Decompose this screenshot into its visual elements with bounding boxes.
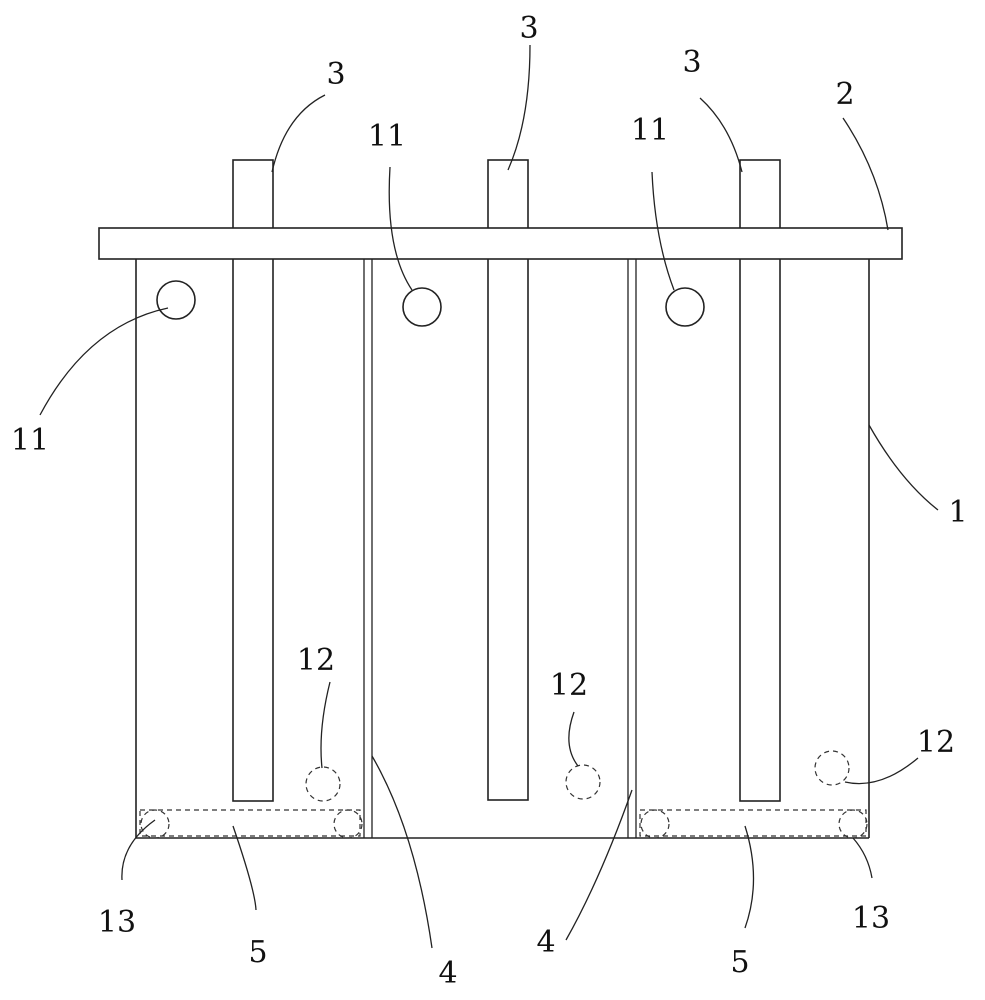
- rod-middle: [487, 159, 529, 801]
- leader-lines: [39, 44, 939, 949]
- label-rod-middle: 3: [519, 11, 538, 46]
- label-middle-hole-left: 12: [297, 643, 335, 678]
- label-partition-left: 4: [438, 956, 457, 991]
- reference-labels: 3 3 3 2 11 11 11 1 12 12 12 13 13 5 5 4 …: [11, 11, 968, 991]
- partition-walls: [363, 259, 637, 838]
- label-bottom-hole-left: 13: [98, 905, 136, 940]
- middle-holes: [305, 750, 850, 802]
- upper-holes: [156, 280, 705, 327]
- label-upper-hole-left: 11: [11, 423, 49, 458]
- rod-left: [232, 159, 274, 802]
- label-middle-hole-middle: 12: [550, 668, 588, 703]
- rod-right: [739, 159, 781, 802]
- rods: [232, 159, 781, 802]
- label-rod-right: 3: [682, 45, 701, 80]
- label-bottom-channel-right: 5: [730, 945, 749, 980]
- label-upper-hole-middle: 11: [368, 119, 406, 154]
- label-rod-left: 3: [326, 57, 345, 92]
- label-middle-hole-right: 12: [917, 725, 955, 760]
- bottom-holes: [140, 809, 868, 839]
- label-tank: 1: [948, 495, 967, 530]
- top-plate: [98, 227, 903, 260]
- bottom-channels: [139, 809, 867, 837]
- label-bottom-hole-right: 13: [852, 901, 890, 936]
- label-partition-right: 4: [536, 925, 555, 960]
- tank-body: [135, 259, 870, 839]
- label-top-plate: 2: [835, 77, 854, 112]
- label-upper-hole-right: 11: [631, 113, 669, 148]
- label-bottom-channel-left: 5: [248, 935, 267, 970]
